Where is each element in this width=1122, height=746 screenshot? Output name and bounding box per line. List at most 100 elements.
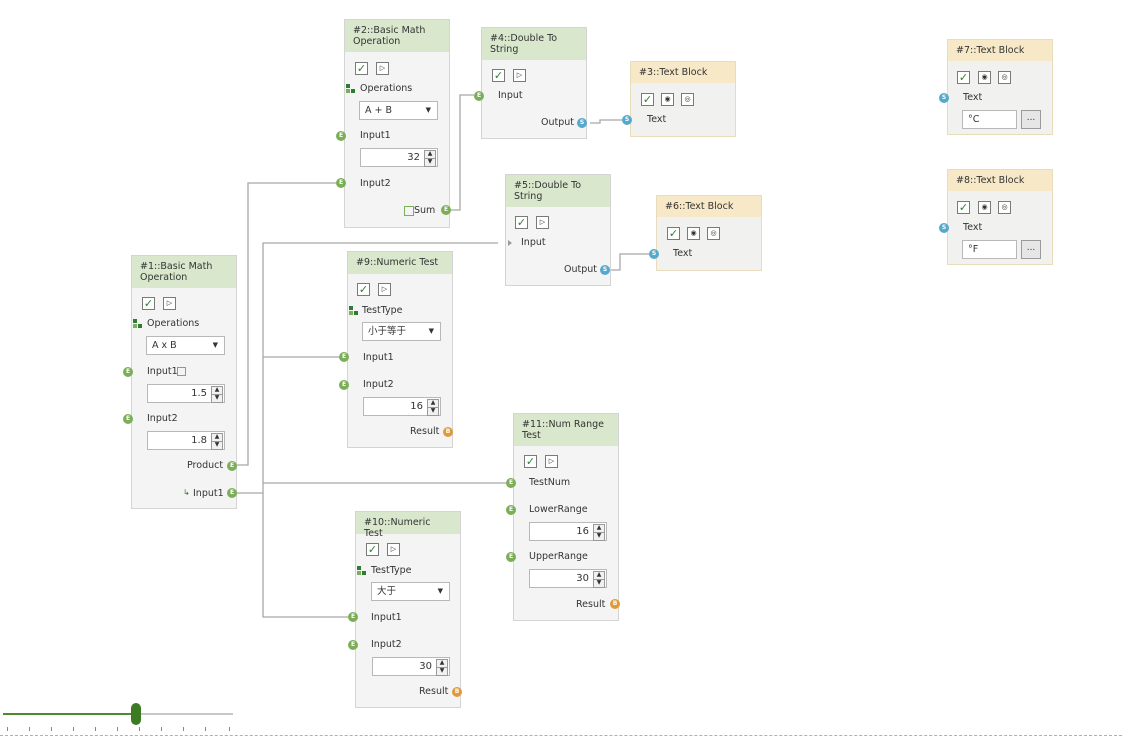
- input2-port[interactable]: E: [348, 640, 358, 650]
- input-port[interactable]: E: [474, 91, 484, 101]
- enable-checkbox[interactable]: ✓: [515, 216, 528, 229]
- run-icon[interactable]: ▷: [378, 283, 391, 296]
- input-port[interactable]: [508, 240, 512, 246]
- input2-port[interactable]: E: [339, 380, 349, 390]
- enable-checkbox[interactable]: ✓: [355, 62, 368, 75]
- node-num-range-test-11[interactable]: #11::Num Range Test: [513, 413, 619, 621]
- product-port[interactable]: E: [227, 461, 237, 471]
- operations-label: Operations: [360, 83, 413, 94]
- input2-label: Input2: [360, 178, 391, 189]
- enable-checkbox[interactable]: ✓: [357, 283, 370, 296]
- sum-port[interactable]: E: [441, 205, 451, 215]
- loop-icon: ↳: [183, 488, 190, 497]
- browse-button[interactable]: ...: [1021, 110, 1041, 129]
- zoom-tick: [73, 727, 74, 731]
- node-basic-math-2[interactable]: #2::Basic Math Operation: [344, 19, 450, 228]
- input1-value-field[interactable]: 1.5▲▼: [147, 384, 225, 403]
- enable-checkbox[interactable]: ✓: [641, 93, 654, 106]
- run-icon[interactable]: ▷: [163, 297, 176, 310]
- enable-checkbox[interactable]: ✓: [957, 71, 970, 84]
- enable-checkbox[interactable]: ✓: [667, 227, 680, 240]
- browse-button[interactable]: ...: [1021, 240, 1041, 259]
- enable-checkbox[interactable]: ✓: [524, 455, 537, 468]
- zoom-tick: [229, 727, 230, 731]
- zoom-tick: [117, 727, 118, 731]
- input1-port[interactable]: E: [339, 352, 349, 362]
- numeric-spinner[interactable]: ▲▼: [211, 433, 223, 450]
- input2-value-field[interactable]: 30▲▼: [372, 657, 450, 676]
- sum-label: Sum: [414, 205, 436, 216]
- view-icon[interactable]: ◉: [687, 227, 700, 240]
- upperrange-port[interactable]: E: [506, 552, 516, 562]
- testtype-dropdown[interactable]: 小于等于▼: [362, 322, 441, 341]
- output-port[interactable]: S: [577, 118, 587, 128]
- wire-n1product-n2input2: [237, 182, 338, 466]
- input2-value-field[interactable]: 1.8▲▼: [147, 431, 225, 450]
- view-hidden-icon[interactable]: ◎: [681, 93, 694, 106]
- operation-dropdown[interactable]: A x B▼: [146, 336, 225, 355]
- node-title: #9::Numeric Test: [348, 252, 452, 274]
- result-port[interactable]: B: [610, 599, 620, 609]
- node-title: #6::Text Block: [657, 196, 761, 217]
- lowerrange-value-field[interactable]: 16▲▼: [529, 522, 607, 541]
- input2-port[interactable]: E: [123, 414, 133, 424]
- operations-icon: [346, 84, 355, 93]
- chevron-down-icon: ▼: [425, 106, 431, 114]
- text-port[interactable]: S: [939, 93, 949, 103]
- numeric-spinner[interactable]: ▲▼: [211, 386, 223, 403]
- wire-n5output-n6text: [610, 253, 649, 271]
- view-hidden-icon[interactable]: ◎: [707, 227, 720, 240]
- view-hidden-icon[interactable]: ◎: [998, 201, 1011, 214]
- view-icon[interactable]: ◉: [661, 93, 674, 106]
- text-port[interactable]: S: [649, 249, 659, 259]
- zoom-slider-thumb[interactable]: [131, 703, 142, 725]
- numeric-spinner[interactable]: ▲▼: [424, 150, 436, 167]
- view-icon[interactable]: ◉: [978, 71, 991, 84]
- input1-port[interactable]: E: [123, 367, 133, 377]
- numeric-spinner[interactable]: ▲▼: [593, 524, 605, 541]
- enable-checkbox[interactable]: ✓: [366, 543, 379, 556]
- run-icon[interactable]: ▷: [376, 62, 389, 75]
- input1-port[interactable]: E: [348, 612, 358, 622]
- input1-label: Input1: [371, 612, 402, 623]
- zoom-tick: [7, 727, 8, 731]
- node-title: #10::Numeric Test: [356, 512, 460, 539]
- operation-dropdown[interactable]: A + B▼: [359, 101, 438, 120]
- text-port[interactable]: S: [939, 223, 949, 233]
- input1-value-field[interactable]: 32▲▼: [360, 148, 438, 167]
- numeric-spinner[interactable]: ▲▼: [593, 571, 605, 588]
- input2-label: Input2: [147, 413, 178, 424]
- upperrange-value-field[interactable]: 30▲▼: [529, 569, 607, 588]
- testnum-port[interactable]: E: [506, 478, 516, 488]
- run-icon[interactable]: ▷: [545, 455, 558, 468]
- result-label: Result: [576, 599, 606, 610]
- node-numeric-test-9[interactable]: #9::Numeric Test: [347, 251, 453, 448]
- result-port[interactable]: B: [452, 687, 462, 697]
- lowerrange-port[interactable]: E: [506, 505, 516, 515]
- enable-checkbox[interactable]: ✓: [142, 297, 155, 310]
- view-icon[interactable]: ◉: [978, 201, 991, 214]
- text-port[interactable]: S: [622, 115, 632, 125]
- testtype-dropdown[interactable]: 大于▼: [371, 582, 450, 601]
- node-double-to-string-5[interactable]: #5::Double To String: [505, 174, 611, 286]
- text-value-field[interactable]: °F: [962, 240, 1017, 259]
- run-icon[interactable]: ▷: [387, 543, 400, 556]
- enable-checkbox[interactable]: ✓: [492, 69, 505, 82]
- numeric-spinner[interactable]: ▲▼: [427, 399, 439, 416]
- run-icon[interactable]: ▷: [536, 216, 549, 229]
- enable-checkbox[interactable]: ✓: [957, 201, 970, 214]
- zoom-tick: [161, 727, 162, 731]
- input2-port[interactable]: E: [336, 178, 346, 188]
- output-port[interactable]: S: [600, 265, 610, 275]
- result-port[interactable]: B: [443, 427, 453, 437]
- view-hidden-icon[interactable]: ◎: [998, 71, 1011, 84]
- input1-out-port[interactable]: E: [227, 488, 237, 498]
- node-double-to-string-4[interactable]: #4::Double To String: [481, 27, 587, 139]
- input2-value-field[interactable]: 16▲▼: [363, 397, 441, 416]
- chevron-down-icon: ▼: [428, 327, 434, 335]
- node-numeric-test-10[interactable]: #10::Numeric Test: [355, 511, 461, 708]
- text-value-field[interactable]: °C: [962, 110, 1017, 129]
- run-icon[interactable]: ▷: [513, 69, 526, 82]
- numeric-spinner[interactable]: ▲▼: [436, 659, 448, 676]
- input1-port[interactable]: E: [336, 131, 346, 141]
